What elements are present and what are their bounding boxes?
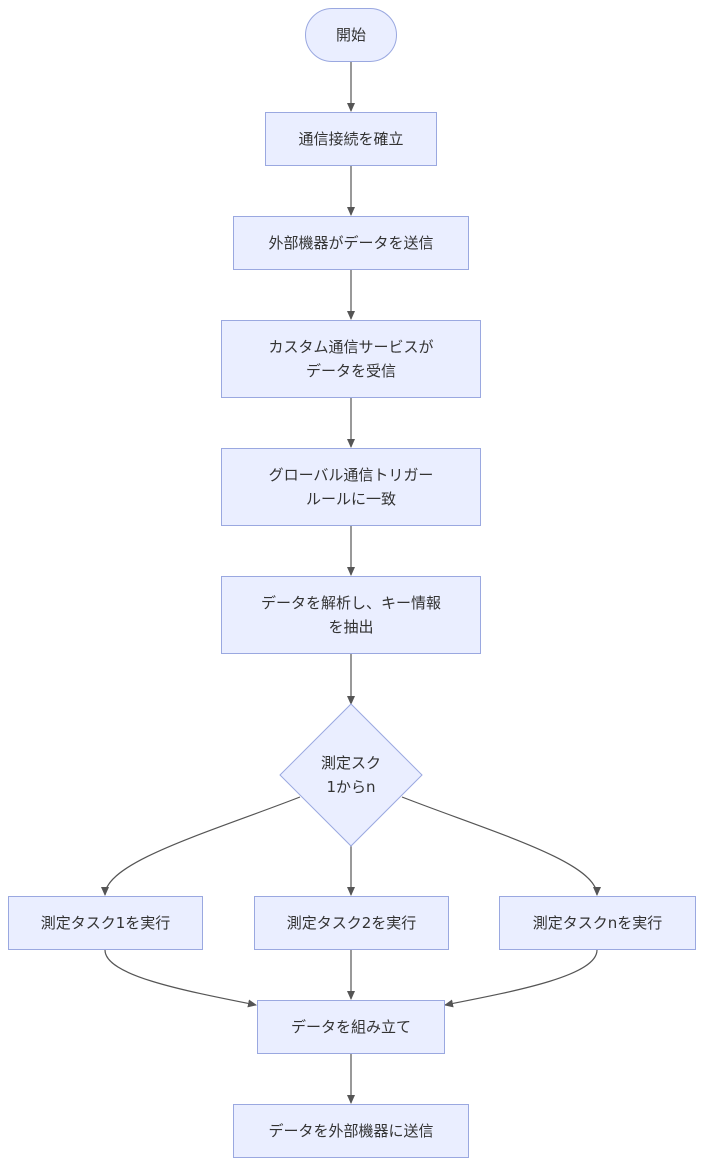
edge-decision-to-task1: [101, 796, 301, 896]
trigger-rule-match-node: グローバル通信トリガー ルールに一致: [221, 448, 481, 526]
task-2-node: 測定タスク2を実行: [254, 896, 449, 950]
decision-diamond-shape: [279, 703, 423, 847]
send-to-device-node: データを外部機器に送信: [233, 1104, 469, 1158]
parse-extract-node: データを解析し、キー情報 を抽出: [221, 576, 481, 654]
task-1-node: 測定タスク1を実行: [8, 896, 203, 950]
establish-connection-node: 通信接続を確立: [265, 112, 437, 166]
edge-decision-to-taskn: [401, 796, 601, 896]
service-receives-node: カスタム通信サービスが データを受信: [221, 320, 481, 398]
device-sends-data-node: 外部機器がデータを送信: [233, 216, 469, 270]
edge-task1-to-assemble: [104, 949, 257, 1008]
assemble-data-node: データを組み立て: [257, 1000, 445, 1054]
edge-taskn-to-assemble: [444, 949, 598, 1008]
task-n-node: 測定タスクnを実行: [499, 896, 696, 950]
start-node: 開始: [305, 8, 397, 62]
measurement-decision-node: 測定スク 1からn: [320, 754, 381, 796]
